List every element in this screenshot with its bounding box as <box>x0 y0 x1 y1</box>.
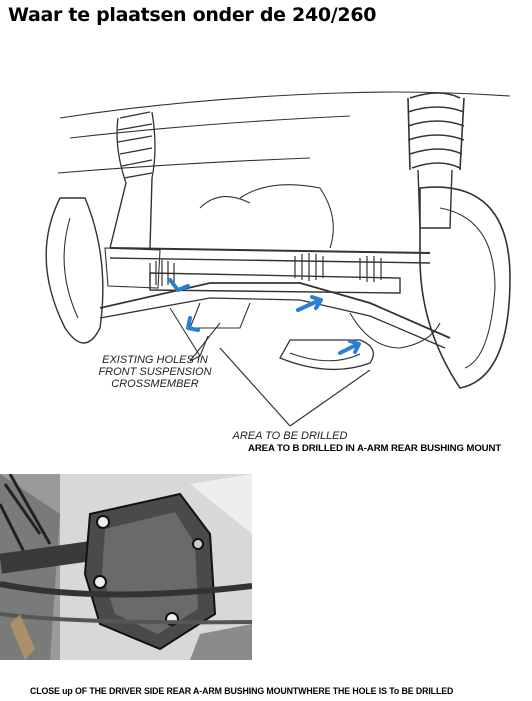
existing-holes-label: EXISTING HOLES IN FRONT SUSPENSION CROSS… <box>90 354 220 390</box>
bottom-caption: CLOSE up OF THE DRIVER SIDE REAR A-ARM B… <box>30 686 454 696</box>
top-caption: AREA TO B DRILLED IN A-ARM REAR BUSHING … <box>248 443 502 454</box>
area-drilled-label: AREA TO BE DRILLED <box>232 430 348 441</box>
bushing-mount-photo <box>0 474 252 660</box>
page-title: Waar te plaatsen onder de 240/260 <box>8 4 377 26</box>
existing-holes-line-2: FRONT SUSPENSION <box>98 366 212 378</box>
existing-holes-line-1: EXISTING HOLES IN <box>102 354 208 366</box>
suspension-diagram <box>45 91 511 427</box>
existing-holes-line-3: CROSSMEMBER <box>111 378 199 390</box>
